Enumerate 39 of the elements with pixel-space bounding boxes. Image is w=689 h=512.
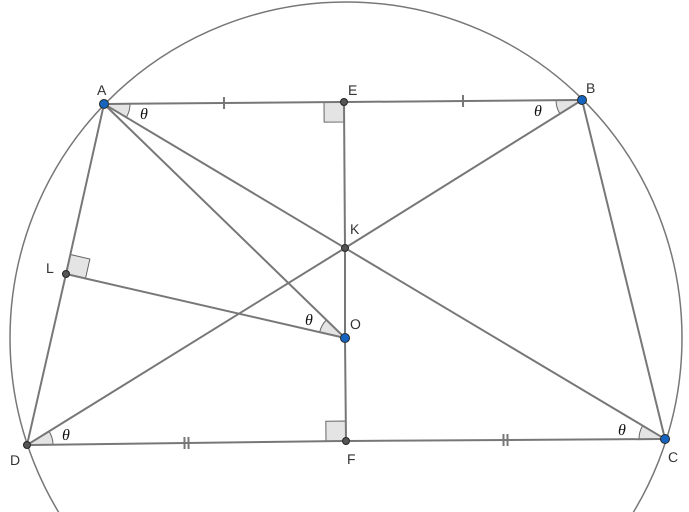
- line-segment: [344, 252, 346, 333]
- angle-label: θ: [140, 107, 148, 123]
- angle-label: θ: [305, 313, 313, 329]
- point: [340, 98, 348, 106]
- point-label: C: [668, 449, 678, 465]
- angle-label: θ: [62, 428, 70, 444]
- point: [23, 441, 31, 449]
- line-segment: [70, 274, 340, 338]
- angle-label: θ: [534, 104, 542, 120]
- line-segment: [106, 106, 342, 336]
- point: [341, 244, 349, 252]
- line-segment: [348, 249, 662, 438]
- line-segment: [108, 106, 342, 247]
- point-label: O: [350, 316, 361, 332]
- line-segment: [30, 440, 342, 446]
- line-segment: [26, 278, 66, 442]
- point: [342, 437, 350, 445]
- line-segment: [348, 99, 577, 103]
- line-segment: [350, 438, 660, 442]
- line-segment: [66, 108, 104, 270]
- line-segment: [348, 102, 578, 247]
- line-segment: [344, 342, 347, 438]
- point-label: E: [348, 82, 358, 98]
- line-segment: [109, 101, 340, 105]
- line-segment: [582, 104, 665, 434]
- point-label: K: [350, 221, 360, 237]
- point-label: F: [347, 451, 356, 467]
- point-label: L: [46, 260, 54, 276]
- point: [577, 95, 587, 105]
- point: [340, 333, 350, 343]
- point-label: D: [10, 452, 20, 468]
- point: [62, 270, 70, 278]
- point-label: B: [586, 80, 596, 96]
- point-label: A: [97, 82, 106, 98]
- point: [99, 99, 109, 109]
- line-segment: [343, 106, 346, 244]
- line-segment: [30, 249, 342, 444]
- point: [660, 434, 670, 444]
- angle-label: θ: [618, 423, 626, 439]
